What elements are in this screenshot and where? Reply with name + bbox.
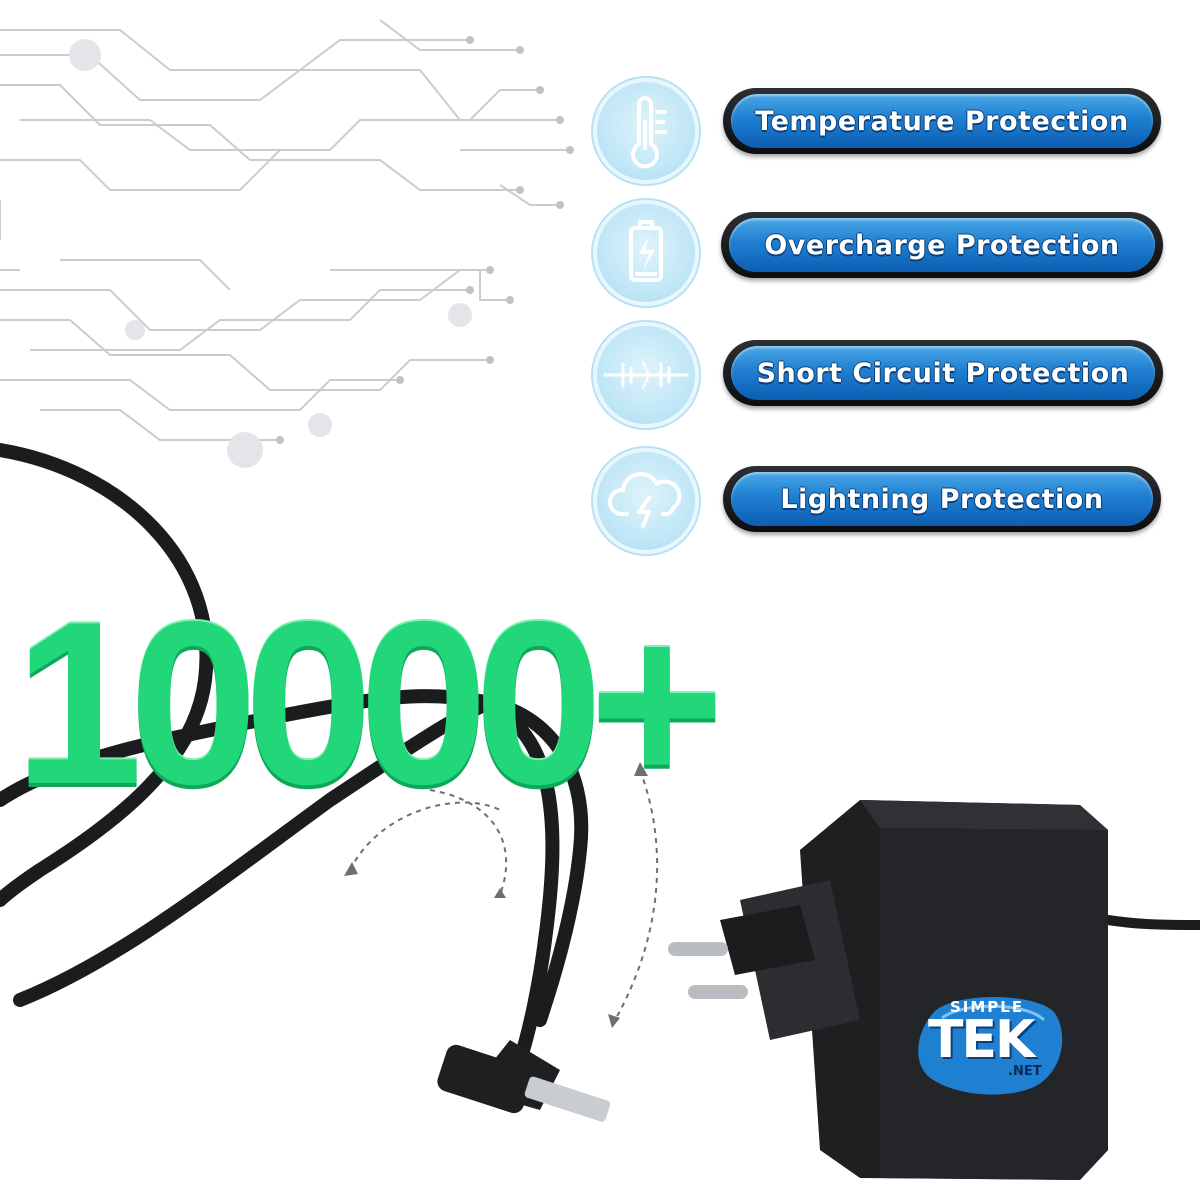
durability-headline: 10000+ [14, 574, 725, 833]
feature-label: Lightning Protection [780, 483, 1104, 515]
feature-label: Short Circuit Protection [756, 357, 1130, 389]
thermometer-icon [593, 78, 699, 184]
cloud-lightning-icon [593, 448, 699, 554]
short-circuit-icon [593, 322, 699, 428]
feature-label: Temperature Protection [755, 105, 1129, 137]
feature-pill-short-circuit: Short Circuit Protection [723, 340, 1163, 406]
battery-charging-icon [593, 200, 699, 306]
feature-pill-temperature: Temperature Protection [723, 88, 1161, 154]
brand-suffix-text: .NET [1008, 1064, 1042, 1079]
brand-logo: SIMPLE TEK .NET [914, 992, 1064, 1096]
feature-pill-overcharge: Overcharge Protection [721, 212, 1163, 278]
feature-pill-lightning: Lightning Protection [723, 466, 1161, 532]
feature-label: Overcharge Protection [764, 229, 1120, 261]
brand-logo-blob [918, 997, 1063, 1095]
brand-top-text: SIMPLE [950, 998, 1025, 1016]
brand-main-text: TEK [928, 1010, 1035, 1070]
